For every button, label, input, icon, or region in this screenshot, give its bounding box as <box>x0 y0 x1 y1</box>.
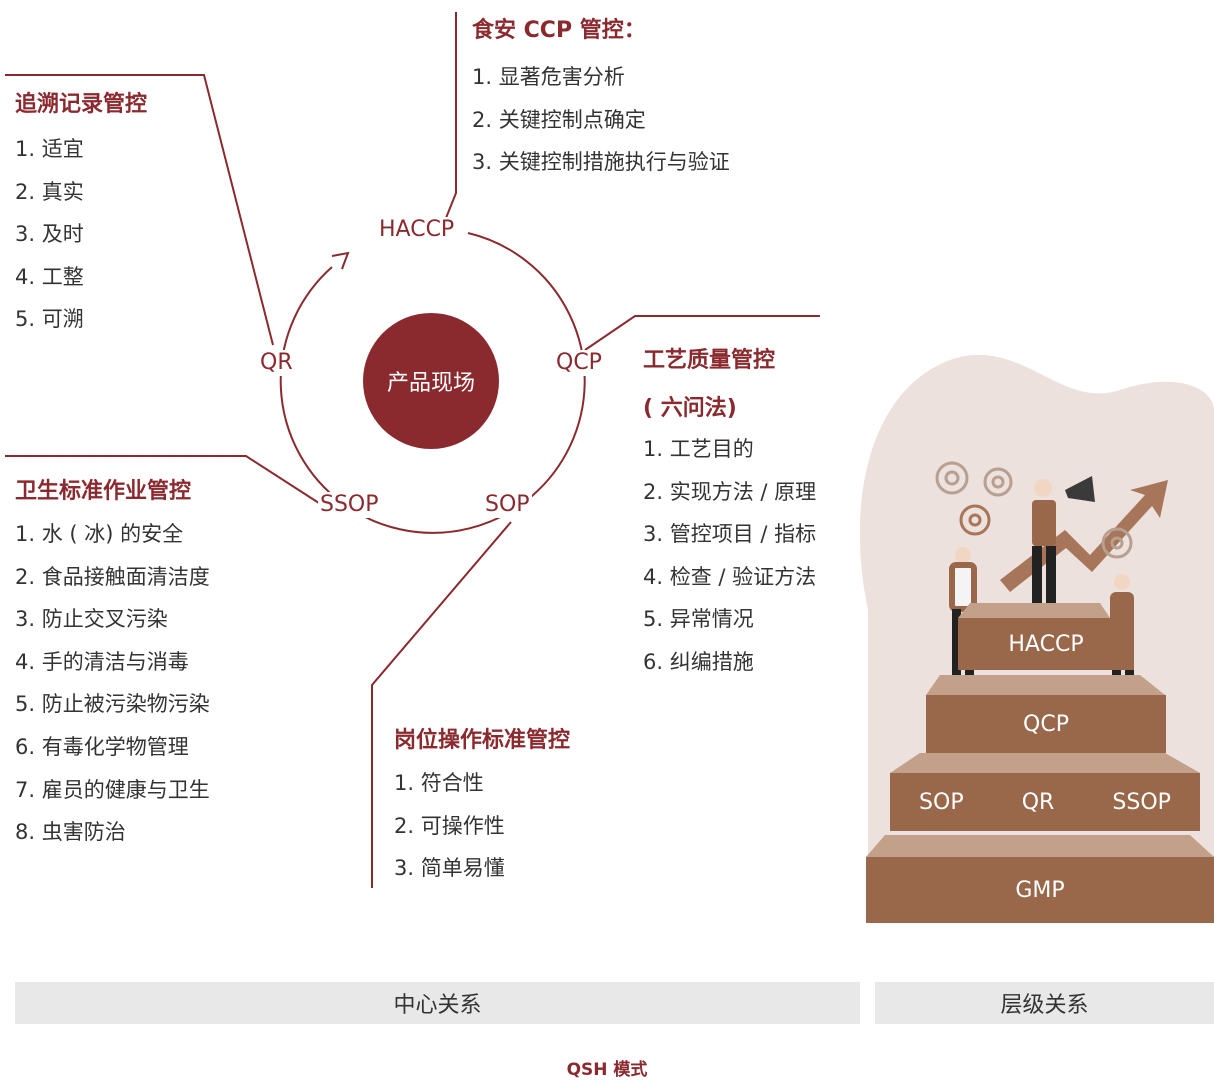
list-item: 1. 水 ( 冰) 的安全 <box>15 522 184 546</box>
stair-label: QR <box>1021 789 1055 815</box>
qcp-leader <box>584 315 820 351</box>
qcp-title: 工艺质量管控 <box>643 348 776 373</box>
cycle-circle <box>279 232 586 534</box>
megaphone-icon <box>1065 476 1095 502</box>
node-ssop: SSOP <box>318 492 381 518</box>
node-qr: QR <box>258 350 295 376</box>
sop-list: 1. 符合性 2. 可操作性 3. 简单易懂 <box>394 762 570 890</box>
haccp-list: 1. 显著危害分析 2. 关键控制点确定 3. 关键控制措施执行与验证 <box>472 56 730 184</box>
stair-label: SSOP <box>1112 789 1171 815</box>
stair-label: HACCP <box>1008 631 1084 657</box>
list-item: 5. 异常情况 <box>643 607 754 632</box>
list-item: 2. 真实 <box>15 179 84 204</box>
cycle-arrowhead <box>331 251 350 270</box>
list-item: 3. 及时 <box>15 222 84 247</box>
node-haccp: HACCP <box>377 217 457 243</box>
ssop-leader <box>5 455 323 506</box>
list-item: 6. 纠编措施 <box>643 649 754 674</box>
sop-leader <box>371 521 512 888</box>
qcp-subtitle: ( 六问法) <box>643 396 737 421</box>
person-figure <box>1032 479 1056 604</box>
bar-center-relation: 中心关系 <box>15 982 860 1024</box>
list-item: 3. 防止交叉污染 <box>15 607 168 632</box>
qcp-list: 1. 工艺目的 2. 实现方法 / 原理 3. 管控项目 / 指标 4. 检查 … <box>643 428 816 684</box>
haccp-title: 食安 CCP 管控： <box>472 18 646 43</box>
list-item: 8. 虫害防治 <box>15 820 126 845</box>
stair-label: QCP <box>1023 711 1069 737</box>
list-item: 4. 手的清洁与消毒 <box>15 649 189 674</box>
stair-label: SOP <box>919 789 964 815</box>
qr-leader <box>5 74 274 346</box>
stair-step-qcp: QCP <box>926 695 1166 753</box>
stair-label: GMP <box>1015 877 1065 903</box>
stair-step-haccp: HACCP <box>958 618 1134 670</box>
bar-hierarchy-relation: 层级关系 <box>875 982 1214 1024</box>
list-item: 3. 简单易懂 <box>394 856 505 881</box>
node-sop: SOP <box>483 492 532 518</box>
trace-list: 1. 适宜 2. 真实 3. 及时 4. 工整 5. 可溯 <box>15 128 147 341</box>
haccp-block: 食安 CCP 管控： 1. 显著危害分析 2. 关键控制点确定 3. 关键控制措… <box>472 12 730 184</box>
list-item: 1. 工艺目的 <box>643 437 754 461</box>
sop-block: 岗位操作标准管控 1. 符合性 2. 可操作性 3. 简单易懂 <box>394 722 570 890</box>
list-item: 6. 有毒化学物管理 <box>15 734 189 759</box>
list-item: 3. 管控项目 / 指标 <box>643 522 817 547</box>
list-item: 4. 检查 / 验证方法 <box>643 564 817 589</box>
ssop-list: 1. 水 ( 冰) 的安全 2. 食品接触面清洁度 3. 防止交叉污染 4. 手… <box>15 513 210 854</box>
list-item: 7. 雇员的健康与卫生 <box>15 777 210 802</box>
list-item: 2. 实现方法 / 原理 <box>643 479 817 504</box>
ssop-block: 卫生标准作业管控 1. 水 ( 冰) 的安全 2. 食品接触面清洁度 3. 防止… <box>15 473 210 854</box>
list-item: 1. 符合性 <box>394 771 484 795</box>
trace-title: 追溯记录管控 <box>15 92 148 117</box>
list-item: 4. 工整 <box>15 264 84 289</box>
list-item: 3. 关键控制措施执行与验证 <box>472 150 730 175</box>
trace-block: 追溯记录管控 1. 适宜 2. 真实 3. 及时 4. 工整 5. 可溯 <box>15 86 147 341</box>
list-item: 5. 可溯 <box>15 307 84 332</box>
gear-icon <box>959 504 991 536</box>
figure-caption: QSH 模式 <box>566 1060 648 1080</box>
gear-icon <box>935 461 1013 497</box>
step-surface <box>866 835 1214 857</box>
step-surface <box>958 603 1110 618</box>
center-product-site: 产品现场 <box>363 313 499 449</box>
qcp-block: 工艺质量管控 ( 六问法) 1. 工艺目的 2. 实现方法 / 原理 3. 管控… <box>643 342 816 684</box>
step-surface <box>890 753 1200 773</box>
gear-icon <box>1101 527 1133 559</box>
ssop-title: 卫生标准作业管控 <box>15 479 192 504</box>
list-item: 5. 防止被污染物污染 <box>15 692 210 717</box>
step-surface <box>926 675 1165 695</box>
list-item: 2. 食品接触面清洁度 <box>15 564 210 589</box>
node-qcp: QCP <box>554 350 604 376</box>
list-item: 1. 显著危害分析 <box>472 65 625 89</box>
list-item: 2. 可操作性 <box>394 813 505 838</box>
list-item: 1. 适宜 <box>15 137 84 161</box>
haccp-leader <box>439 12 457 234</box>
stair-step-gmp: GMP <box>866 857 1214 923</box>
stair-step-third: SOP QR SSOP <box>890 773 1200 831</box>
sop-title: 岗位操作标准管控 <box>394 728 571 753</box>
list-item: 2. 关键控制点确定 <box>472 107 646 132</box>
